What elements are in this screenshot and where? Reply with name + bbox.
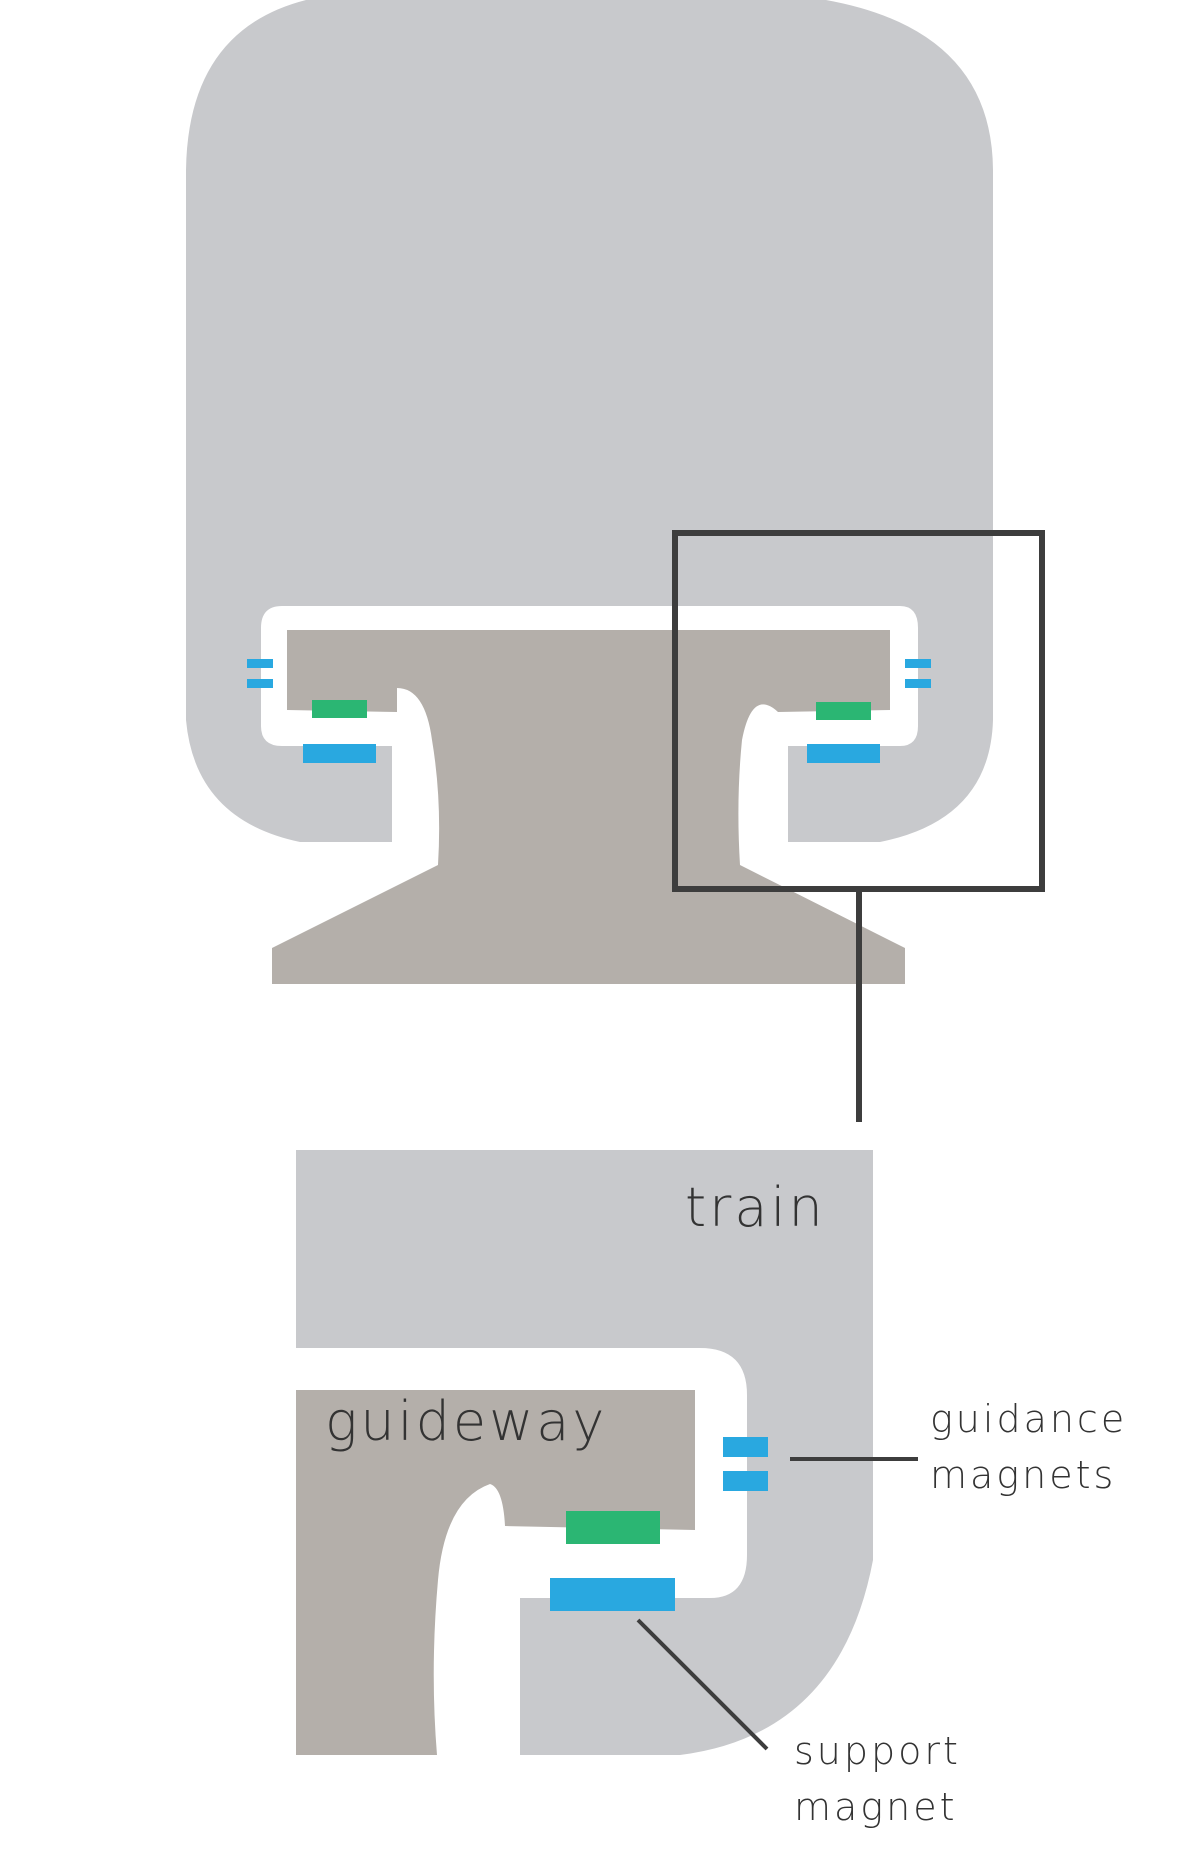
guideway-label: guideway: [325, 1390, 607, 1453]
support-magnet-label-line2: magnet: [794, 1785, 957, 1829]
train-body-detail: [296, 1150, 873, 1755]
support-magnet-right: [807, 744, 880, 763]
guidance-magnet-left-upper: [247, 659, 273, 668]
support-magnet-label-line1: support: [794, 1729, 961, 1773]
guidance-magnet-detail-lower: [723, 1471, 768, 1491]
support-magnet-detail: [550, 1578, 675, 1611]
guidance-magnet-right-upper: [905, 659, 931, 668]
guidance-magnet-detail-upper: [723, 1437, 768, 1457]
support-magnet-callout-line: [636, 1618, 769, 1751]
train-body: [186, 0, 993, 842]
overview-view: [186, 0, 1045, 1122]
guidance-magnets-label-line1: guidance: [930, 1397, 1127, 1441]
train-label: train: [685, 1176, 826, 1239]
guideway-detail: [296, 1390, 695, 1755]
guidance-magnet-right-lower: [905, 679, 931, 688]
detail-view: train guideway guidance magnets support …: [296, 1150, 1127, 1829]
support-magnet-left: [303, 744, 376, 763]
guidance-magnets-label-line2: magnets: [930, 1453, 1116, 1497]
reaction-rail-detail: [566, 1511, 660, 1544]
reaction-rail-left: [312, 700, 367, 718]
guideway-rail: [272, 630, 905, 984]
reaction-rail-right: [816, 702, 871, 720]
guidance-magnet-left-lower: [247, 679, 273, 688]
